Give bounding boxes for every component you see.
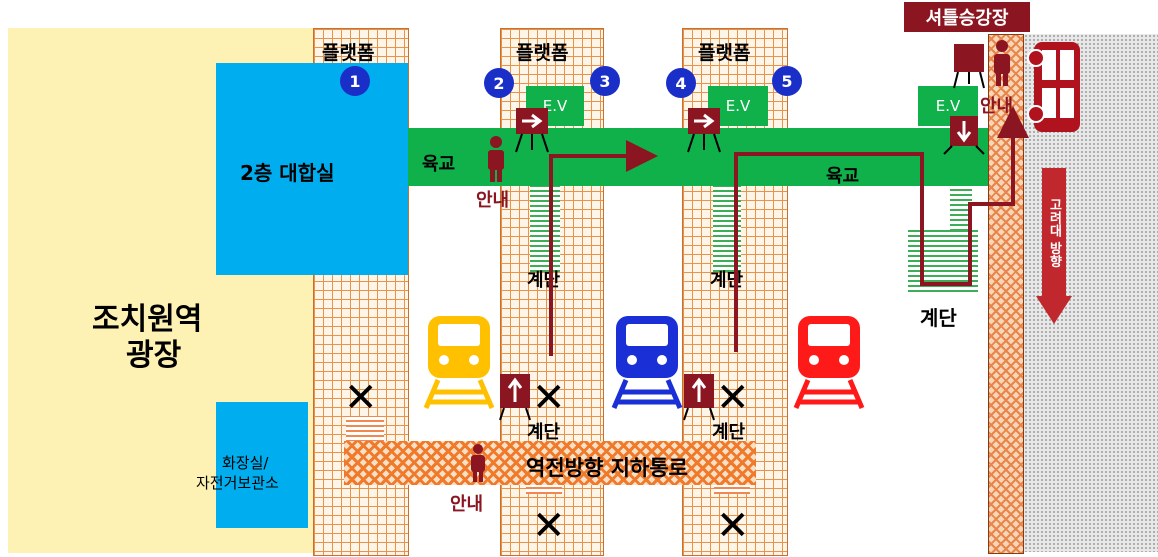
- overpass-label-right: 육교: [826, 166, 860, 187]
- closed-x-platform-2-lower: ✕: [532, 503, 566, 549]
- elevator-platform-2-3: E.V: [526, 86, 584, 126]
- restroom-bike-storage: [216, 402, 308, 528]
- restroom-label-line2: 자전거보관소: [196, 474, 279, 492]
- guide-label-overpass: 안내: [476, 190, 510, 211]
- sign-right-arrow-icon-overpass-2: [687, 108, 721, 153]
- overpass-label-left: 육교: [422, 154, 456, 175]
- closed-x-platform-4-lower: ✕: [716, 503, 750, 549]
- restroom-label-line1: 화장실/: [222, 454, 269, 472]
- overpass: [408, 128, 988, 186]
- closed-x-platform-2-upper: ✕: [532, 375, 566, 421]
- train-icon-yellow: [423, 316, 495, 409]
- guide-person-icon-overpass: [488, 136, 504, 182]
- plaza-label-line1: 조치원역: [92, 302, 203, 337]
- guide-person-icon-shuttle: [994, 40, 1010, 86]
- route-line-platform-2: [549, 140, 658, 356]
- platform-title-1: 플랫폼: [322, 42, 375, 64]
- sign-right-arrow-icon-overpass-1: [515, 108, 549, 153]
- platform-number-1: 1: [340, 66, 370, 96]
- train-icon-blue: [611, 316, 683, 409]
- stairs-label-underpass-4: 계단: [712, 422, 746, 443]
- concourse-label: 2층 대합실: [240, 161, 335, 185]
- closed-x-platform-1: ✕: [344, 375, 378, 421]
- sign-down-arrow-icon-shuttle: [943, 116, 985, 155]
- guide-person-icon-underpass: [471, 444, 485, 482]
- platform-number-3: 3: [590, 66, 620, 96]
- guide-label-underpass: 안내: [450, 494, 484, 515]
- sign-up-arrow-icon-platform-2: [499, 374, 531, 421]
- bus-icon: [1027, 42, 1080, 132]
- stairs-overpass-shuttle-lower: [908, 230, 978, 292]
- platform-number-4: 4: [666, 68, 696, 98]
- stairs-label-underpass-2: 계단: [527, 422, 561, 443]
- route-line-platform-4: [734, 106, 1029, 352]
- sign-up-arrow-icon-platform-4: [683, 374, 715, 421]
- stairs-label-shuttle: 계단: [920, 306, 957, 330]
- platform-number-5: 5: [772, 66, 802, 96]
- underpass-label: 역전방향 지하통로: [526, 456, 688, 480]
- underpass: [344, 441, 756, 485]
- platform-title-3: 플랫폼: [698, 42, 751, 64]
- direction-label: 고려대 방향: [1046, 198, 1062, 268]
- direction-arrow-korea-univ: 고려대 방향: [1036, 168, 1076, 326]
- concourse-2f: [216, 63, 408, 275]
- closed-x-platform-4-upper: ✕: [716, 375, 750, 421]
- platform-number-2: 2: [484, 68, 514, 98]
- shuttle-stop-title: 셔틀승강장: [904, 2, 1030, 32]
- shuttle-sign-board-icon: [953, 44, 985, 89]
- train-icon-red: [793, 316, 865, 409]
- plaza-label-line2: 광장: [126, 338, 182, 373]
- platform-title-2: 플랫폼: [516, 42, 569, 64]
- stairs-overpass-platform-2: [530, 186, 560, 272]
